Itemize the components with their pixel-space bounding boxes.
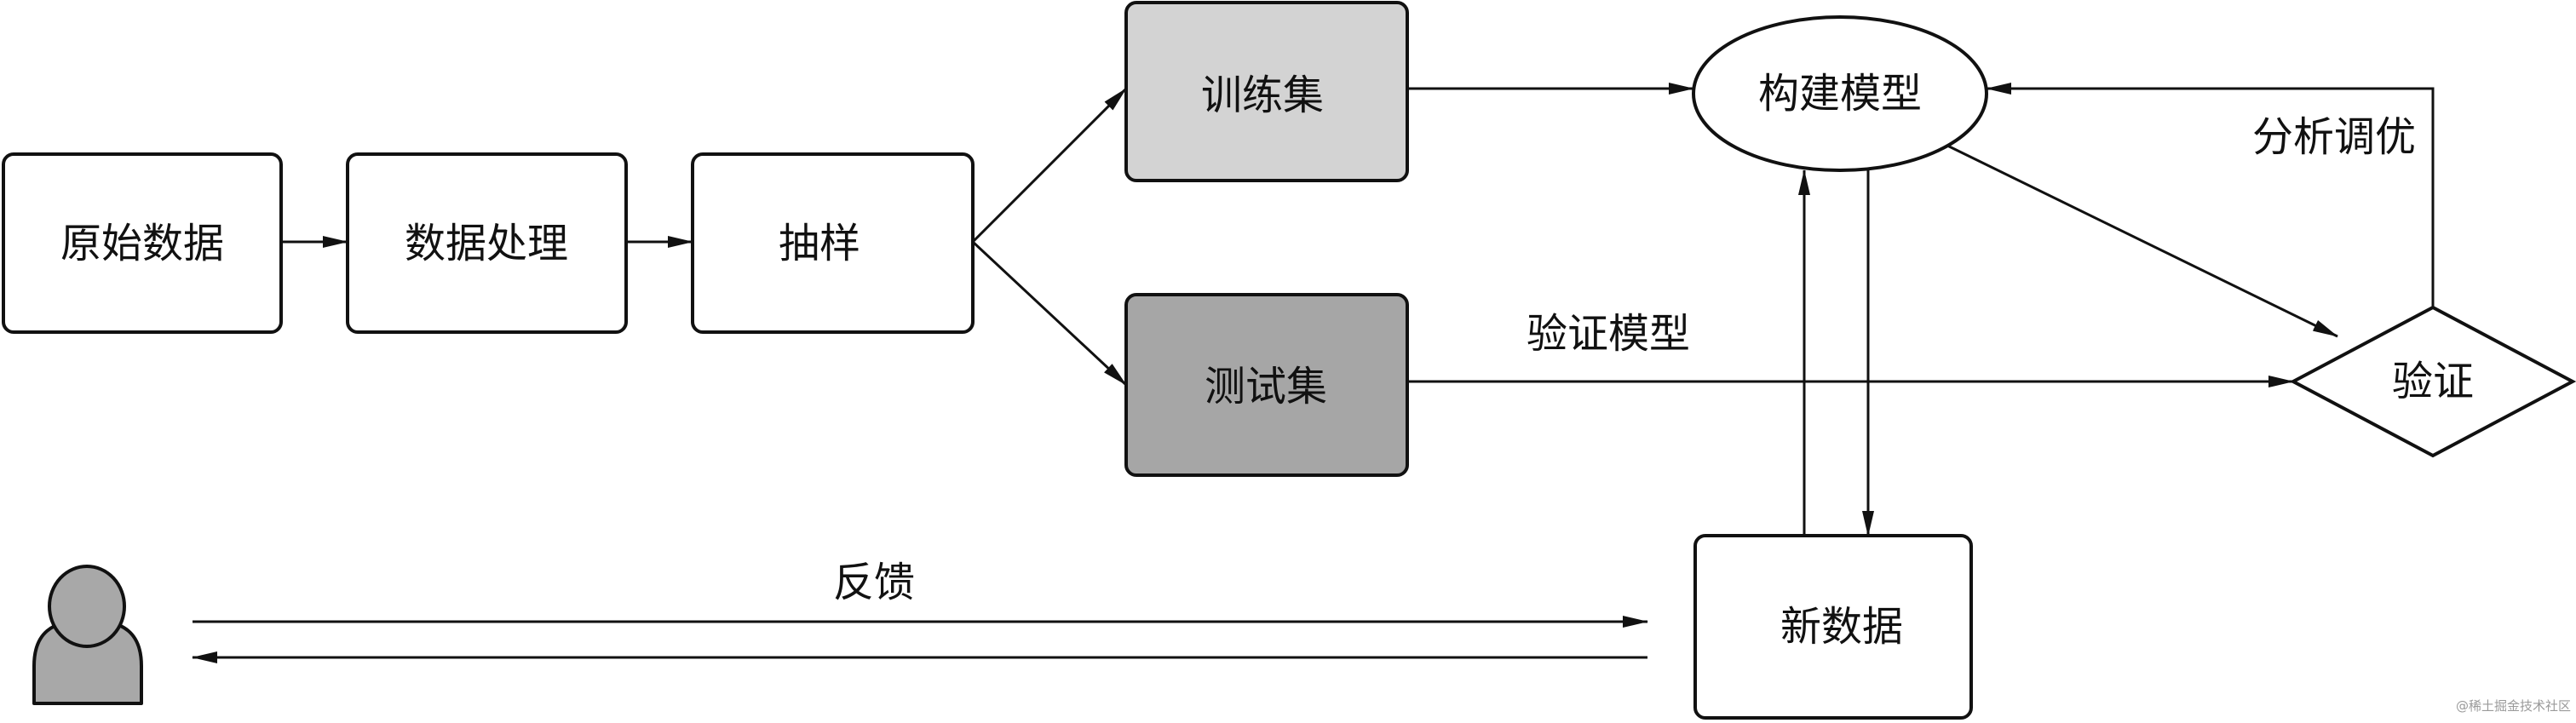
node-training-set-label: 训练集 [1201, 72, 1324, 119]
node-training-set: 训练集 [1124, 1, 1409, 182]
node-sampling: 抽样 [691, 152, 975, 334]
edge-label-analyze-tune: 分析调优 [2252, 113, 2416, 161]
edge-validation-to-build [1986, 83, 2435, 307]
node-data-processing: 数据处理 [346, 152, 628, 334]
edge-label-validate-model: 验证模型 [1527, 310, 1690, 358]
node-validation-label: 验证 [2392, 358, 2474, 405]
edge-sampling-to-training [971, 87, 1128, 244]
node-raw-data-label: 原始数据 [60, 220, 224, 267]
node-test-set: 测试集 [1124, 293, 1409, 477]
node-validation: 验证 [2289, 305, 2576, 458]
node-raw-data: 原始数据 [2, 152, 283, 334]
node-build-model: 构建模型 [1692, 15, 1988, 172]
edge-build-to-validation [1941, 141, 2338, 338]
edge-label-feedback: 反馈 [833, 559, 915, 606]
node-new-data: 新数据 [1693, 534, 1973, 720]
node-data-processing-label: 数据处理 [405, 220, 568, 267]
node-test-set-label: 测试集 [1205, 363, 1327, 410]
node-sampling-label: 抽样 [779, 220, 860, 267]
edge-sampling-to-test [971, 240, 1128, 387]
user-icon [32, 565, 143, 705]
watermark-text: @稀土掘金技术社区 [2456, 698, 2571, 714]
node-new-data-label: 新数据 [1780, 603, 1903, 651]
node-build-model-label: 构建模型 [1758, 70, 1922, 118]
